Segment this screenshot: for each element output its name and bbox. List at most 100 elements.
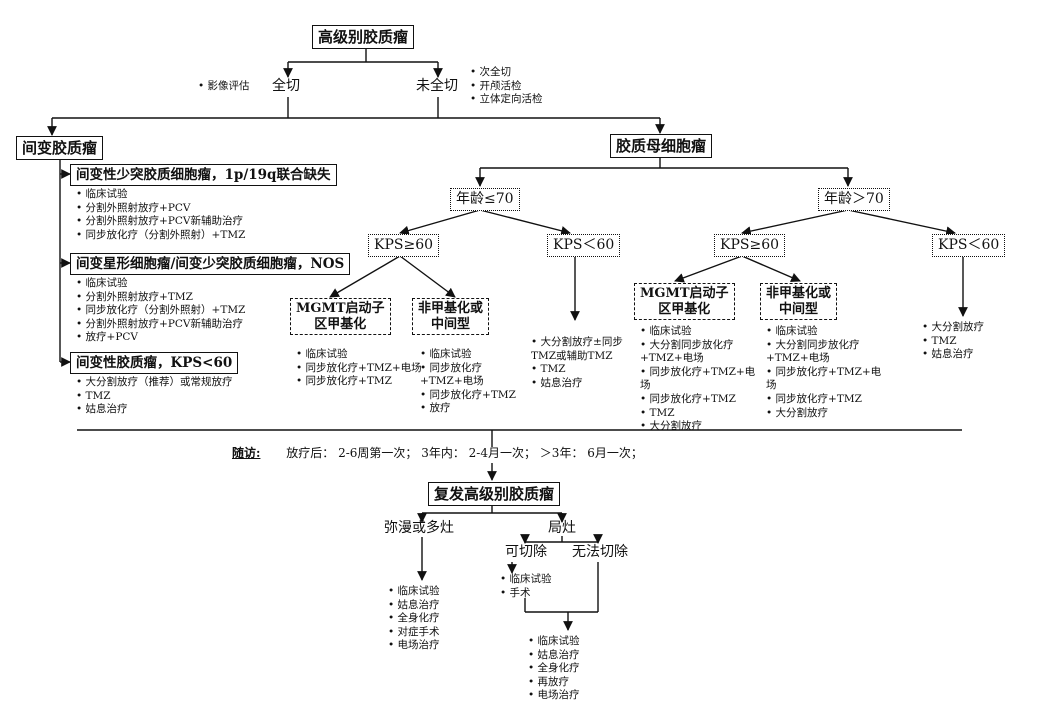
anaplastic-glioma-box: 间变胶质瘤	[16, 136, 104, 160]
anaplastic-glioma-title: 间变胶质瘤	[22, 139, 98, 157]
list-item: 全身化疗	[388, 612, 440, 626]
le70-nonmeth-box: 非甲基化或 中间型	[412, 298, 490, 336]
list-item: 临床试验	[296, 348, 422, 362]
list-item: 临床试验	[640, 325, 764, 339]
list-item: 放疗	[420, 402, 528, 416]
age-gt70-box: 年龄＞70	[818, 188, 890, 211]
list-item: 同步放化疗（分割外照射）+TMZ	[76, 229, 246, 243]
list-item: 同步放化疗+TMZ+电场	[640, 366, 764, 393]
anaplastic-lowkps-box: 间变性胶质瘤，KPS<60	[70, 352, 239, 375]
list-item: 放疗+PCV	[76, 331, 245, 345]
age-gt70-label: 年龄＞70	[824, 191, 884, 207]
diffuse-list: 临床试验 姑息治疗 全身化疗 对症手术 电场治疗	[388, 585, 440, 653]
le70-kps-lt60-box: KPS＜60	[547, 234, 621, 257]
list-item: 同步放化疗+TMZ+电场	[766, 366, 890, 393]
total-resection-bullets: 影像评估	[198, 80, 250, 94]
le70-lowkps-list: 大分割放疗±同步TMZ或辅助TMZ TMZ 姑息治疗	[531, 336, 637, 390]
gt70-lowkps-list: 大分割放疗 TMZ 姑息治疗	[922, 321, 985, 362]
gbm-box: 胶质母细胞瘤	[610, 134, 713, 158]
le70-mgmt-box: MGMT启动子 区甲基化	[290, 298, 391, 336]
gt70-kps-ge60-box: KPS≥60	[714, 234, 786, 257]
gt70-nonmeth-box: 非甲基化或 中间型	[760, 283, 838, 321]
list-item: 临床试验	[420, 348, 528, 362]
list-item: TMZ	[76, 390, 233, 404]
root-title: 高级别胶质瘤	[318, 28, 409, 46]
list-item: 分割外照射放疗+PCV新辅助治疗	[76, 215, 245, 229]
list-item: 再放疗	[528, 676, 580, 690]
followup-row: 随访: 放疗后： 2-6周第一次； 3年内： 2-4月一次； ＞3年： 6月一次…	[232, 446, 643, 460]
list-item: 临床试验	[500, 573, 552, 587]
mgmt-line2: 区甲基化	[658, 301, 711, 317]
list-item: 分割外照射放疗+PCV新辅助治疗	[76, 318, 245, 332]
list-item: TMZ	[922, 335, 984, 349]
resectable-list: 临床试验 手术	[500, 573, 552, 600]
astro-nos-list: 临床试验 分割外照射放疗+TMZ 同步放化疗（分割外照射）+TMZ 分割外照射放…	[76, 277, 246, 345]
list-item: 临床试验	[766, 325, 890, 339]
oligo-codeleted-box: 间变性少突胶质细胞瘤，1p/19q联合缺失	[70, 164, 337, 187]
list-item: 立体定向活检	[470, 93, 543, 107]
list-item: 影像评估	[198, 80, 250, 94]
diffuse-multifocal-label: 弥漫或多灶	[384, 520, 454, 536]
gt70-kps-lt60-box: KPS＜60	[932, 234, 1006, 257]
list-item: 同步放化疗+TMZ	[420, 389, 528, 403]
age-le70-box: 年龄≤70	[450, 188, 520, 211]
recurrence-box: 复发高级别胶质瘤	[428, 482, 561, 506]
focal-label: 局灶	[548, 520, 576, 536]
list-item: 临床试验	[528, 635, 580, 649]
list-item: 临床试验	[388, 585, 440, 599]
list-item: 次全切	[470, 66, 543, 80]
recurrence-title: 复发高级别胶质瘤	[434, 485, 555, 503]
list-item: 大分割放疗（推荐）或常规放疗	[76, 376, 233, 390]
le70-nonmeth-list: 临床试验 同步放化疗+TMZ+电场 同步放化疗+TMZ 放疗	[420, 348, 528, 416]
total-resection-label: 全切	[272, 78, 300, 94]
list-item: 大分割同步放化疗+TMZ+电场	[640, 339, 764, 366]
list-item: 大分割放疗	[922, 321, 985, 335]
list-item: TMZ	[640, 407, 764, 421]
anaplastic-lowkps-title: 间变性胶质瘤，KPS<60	[76, 355, 233, 371]
list-item: 临床试验	[76, 188, 245, 202]
mgmt-line1: MGMT启动子	[296, 301, 385, 316]
list-item: 姑息治疗	[528, 649, 580, 663]
gt70-mgmt-box: MGMT启动子 区甲基化	[634, 283, 735, 321]
gt70-nonmeth-list: 临床试验 大分割同步放化疗+TMZ+电场 同步放化疗+TMZ+电场 同步放化疗+…	[766, 325, 890, 420]
root-title-box: 高级别胶质瘤	[312, 25, 415, 49]
nonmeth-line1: 非甲基化或	[418, 301, 484, 316]
list-item: 大分割同步放化疗+TMZ+电场	[766, 339, 890, 366]
list-item: 大分割放疗	[640, 420, 764, 434]
list-item: 分割外照射放疗+PCV	[76, 202, 245, 216]
le70-kps-ge60-box: KPS≥60	[368, 234, 440, 257]
list-item: 同步放化疗+TMZ+电场	[420, 362, 528, 389]
oligo-codeleted-title: 间变性少突胶质细胞瘤，1p/19q联合缺失	[76, 167, 331, 183]
age-le70-label: 年龄≤70	[456, 191, 514, 207]
list-item: 姑息治疗	[76, 403, 233, 417]
mgmt-line2: 区甲基化	[314, 316, 367, 332]
anaplastic-lowkps-list: 大分割放疗（推荐）或常规放疗 TMZ 姑息治疗	[76, 376, 233, 417]
list-item: 电场治疗	[528, 689, 580, 703]
gt70-mgmt-list: 临床试验 大分割同步放化疗+TMZ+电场 同步放化疗+TMZ+电场 同步放化疗+…	[640, 325, 764, 434]
astro-nos-box: 间变星形细胞瘤/间变少突胶质细胞瘤，NOS	[70, 253, 351, 276]
followup-label: 随访:	[232, 446, 261, 460]
list-item: 姑息治疗	[388, 599, 440, 613]
list-item: TMZ	[531, 363, 637, 377]
resectable-label: 可切除	[505, 544, 547, 560]
list-item: 临床试验	[76, 277, 245, 291]
astro-nos-title: 间变星形细胞瘤/间变少突胶质细胞瘤，NOS	[76, 256, 345, 272]
le70-mgmt-list: 临床试验 同步放化疗+TMZ+电场 同步放化疗+TMZ	[296, 348, 422, 389]
list-item: 大分割放疗	[766, 407, 890, 421]
mgmt-line1: MGMT启动子	[640, 286, 729, 301]
list-item: 手术	[500, 587, 552, 601]
followup-schedule: 放疗后： 2-6周第一次； 3年内： 2-4月一次； ＞3年： 6月一次；	[286, 446, 643, 460]
gt70-kps-lt60-label: KPS＜60	[938, 237, 1000, 253]
list-item: 大分割放疗±同步TMZ或辅助TMZ	[531, 336, 637, 363]
subtotal-resection-label: 未全切	[416, 78, 458, 94]
list-item: 开颅活检	[470, 80, 543, 94]
list-item: 同步放化疗+TMZ	[640, 393, 764, 407]
list-item: 分割外照射放疗+TMZ	[76, 291, 245, 305]
nonmeth-line2: 中间型	[431, 316, 471, 332]
list-item: 同步放化疗+TMZ	[766, 393, 890, 407]
list-item: 同步放化疗+TMZ+电场	[296, 362, 422, 376]
list-item: 对症手术	[388, 626, 440, 640]
oligo-codeleted-list: 临床试验 分割外照射放疗+PCV 分割外照射放疗+PCV新辅助治疗 同步放化疗（…	[76, 188, 246, 243]
final-treatment-list: 临床试验 姑息治疗 全身化疗 再放疗 电场治疗	[528, 635, 580, 703]
